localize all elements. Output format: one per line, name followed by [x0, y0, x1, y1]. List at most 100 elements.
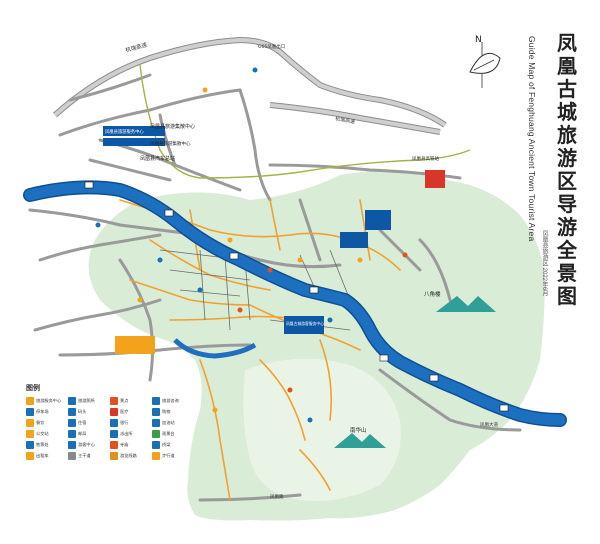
label-mountain-north: 八角楼 — [424, 290, 441, 298]
map-subtitle-en: Guide Map of Fenghuang Ancient Town Tour… — [527, 36, 537, 242]
legend-item: 医疗 — [110, 406, 150, 417]
legend-item: 银行 — [110, 417, 150, 428]
label-bus-station: 凤凰县汽车总站 — [140, 155, 175, 162]
legend-symbol-icon — [152, 440, 160, 449]
legend-item: 旅游服务中心 — [26, 395, 66, 406]
legend-symbol-icon — [152, 396, 160, 405]
legend-symbol-icon — [68, 429, 76, 438]
legend-symbol-icon — [68, 396, 76, 405]
legend-item-label: 观景台 — [162, 430, 175, 436]
legend-item-label: 售票处 — [36, 441, 49, 447]
legend-item: 观景台 — [152, 428, 192, 439]
legend-item-label: 购物 — [162, 408, 171, 414]
legend-item: 住宿 — [68, 417, 108, 428]
legend-item-label: 医疗 — [120, 408, 129, 414]
map-subtitle-date: 凤凰县旅游区 2022年6月 — [541, 230, 547, 297]
legend-item-label: 主干道 — [78, 452, 91, 458]
legend-item-label: 游览线路 — [120, 452, 137, 458]
title-char: 景 — [557, 261, 577, 285]
legend-item-label: 银行 — [120, 419, 129, 425]
legend-item-label: 步行道 — [162, 452, 175, 458]
legend-item: 码头 — [68, 406, 108, 417]
info-boxes — [103, 126, 445, 354]
legend-item-label: 邮局 — [78, 430, 87, 436]
map-title: 凤 凰 古 城 旅 游 区 导 游 全 景 图 — [552, 32, 582, 308]
legend-symbol-icon — [152, 418, 160, 427]
legend-item-label: 旅游服务中心 — [36, 397, 62, 403]
legend-symbol-icon — [26, 396, 34, 405]
legend-symbol-icon — [68, 440, 76, 449]
legend-item: 游览线路 — [110, 450, 150, 461]
legend-symbol-icon — [152, 429, 160, 438]
map-legend: 图例 旅游服务中心 旅游厕所 景点 旅游咨询停车场 码头 医疗 购物餐饮 住宿 银行 加油站公交站… — [26, 383, 196, 491]
river-loop — [173, 338, 257, 359]
river-bridges — [84, 181, 509, 412]
legend-item: 出租车 — [26, 450, 66, 461]
road-network — [28, 73, 522, 502]
legend-item: 桥梁 — [152, 439, 192, 450]
title-char: 城 — [557, 100, 577, 124]
legend-item-label: 旅游厕所 — [78, 397, 95, 403]
legend-item-label: 住宿 — [78, 419, 87, 425]
legend-item: 售票处 — [26, 439, 66, 450]
label-highway-north: 杭瑞高速 — [124, 40, 148, 54]
legend-item: 主干道 — [68, 450, 108, 461]
title-char: 凰 — [557, 54, 577, 78]
legend-item-label: 码头 — [78, 408, 87, 414]
label-expressway-exit: G65凤凰出口 — [258, 43, 285, 50]
legend-symbol-icon — [110, 429, 118, 438]
title-char: 区 — [557, 169, 577, 193]
legend-item: 景点 — [110, 395, 150, 406]
legend-item-label: 寺庙 — [120, 441, 129, 447]
legend-item: 派出所 — [110, 428, 150, 439]
legend-item-label: 餐饮 — [36, 419, 45, 425]
legend-item: 旅游厕所 — [68, 395, 108, 406]
highway-north-inner — [53, 37, 447, 127]
legend-symbol-icon — [152, 451, 160, 460]
label-high-speed-rail: 凤凰县高铁站 — [412, 155, 439, 162]
legend-symbol-icon — [110, 440, 118, 449]
legend-item: 公交站 — [26, 428, 66, 439]
legend-item-label: 出租车 — [36, 452, 49, 458]
title-char: 凤 — [557, 31, 577, 55]
legend-item-label: 游客中心 — [78, 441, 95, 447]
legend-item: 餐饮 — [26, 417, 66, 428]
hill-area — [243, 358, 401, 501]
legend-item-label: 公交站 — [36, 430, 49, 436]
legend-symbol-icon — [68, 451, 76, 460]
title-char: 全 — [557, 238, 577, 262]
label-highway-east: 杭瑞高速 — [335, 115, 356, 125]
legend-symbol-icon — [68, 418, 76, 427]
legend-symbol-icon — [26, 418, 34, 427]
green-area — [88, 170, 546, 521]
label-ticket-center: 凤凰古城游客服务中心 — [286, 321, 324, 326]
title-char: 游 — [557, 146, 577, 170]
highway-east-inner — [269, 103, 441, 134]
legend-item-label: 旅游咨询 — [162, 397, 179, 403]
legend-item: 旅游咨询 — [152, 395, 192, 406]
label-tourism-center: 凤凰县旅游集散中心 — [150, 123, 195, 130]
highway-north — [53, 36, 447, 128]
title-char: 导 — [557, 192, 577, 216]
legend-title: 图例 — [26, 384, 40, 392]
legend-item-label: 停车场 — [36, 408, 49, 414]
legend-symbol-icon — [152, 407, 160, 416]
legend-item: 邮局 — [68, 428, 108, 439]
label-mountain-south: 南华山 — [350, 426, 367, 434]
mountain-baijiaolou — [436, 296, 496, 312]
label-service-station: 凤凰县旅游服务中心 — [105, 128, 144, 135]
legend-item-label: 景点 — [120, 397, 129, 403]
legend-item: 寺庙 — [110, 439, 150, 450]
legend-item-label: 桥梁 — [162, 441, 171, 447]
legend-symbol-icon — [26, 440, 34, 449]
poi-markers — [95, 67, 408, 423]
legend-item-label: 加油站 — [162, 419, 175, 425]
title-char: 图 — [557, 284, 577, 308]
legend-item: 停车场 — [26, 406, 66, 417]
compass-north-label: N — [475, 35, 482, 45]
legend-item: 购物 — [152, 406, 192, 417]
legend-grid: 旅游服务中心 旅游厕所 景点 旅游咨询停车场 码头 医疗 购物餐饮 住宿 银行 加油站公交站 邮局 派… — [26, 395, 192, 461]
title-char: 游 — [557, 215, 577, 239]
legend-symbol-icon — [26, 407, 34, 416]
legend-symbol-icon — [110, 451, 118, 460]
